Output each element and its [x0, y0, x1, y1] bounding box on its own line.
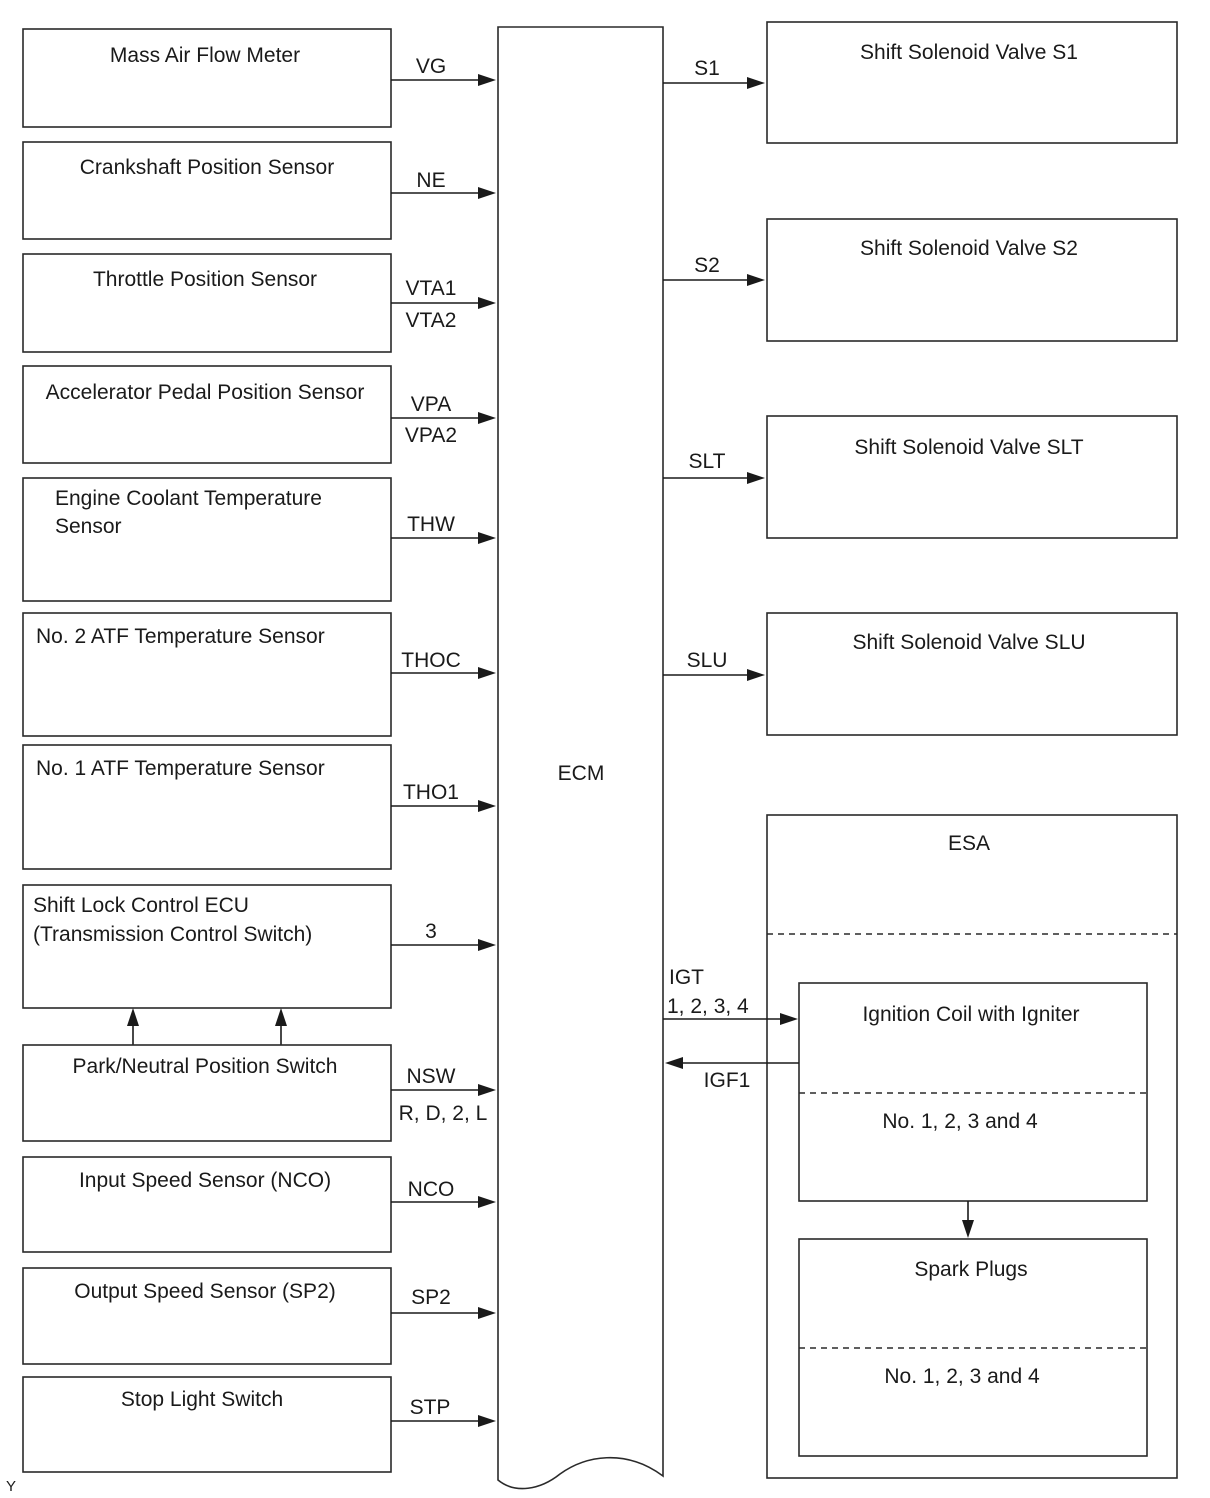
signal-label-igf1: IGF1 — [704, 1069, 751, 1092]
input-label-output-speed-sensor: Output Speed Sensor (SP2) — [74, 1280, 336, 1303]
arrow-head-nsw — [478, 1084, 496, 1096]
input-label-input-speed-sensor: Input Speed Sensor (NCO) — [79, 1169, 331, 1192]
output-box-shift-solenoid-slu — [766, 612, 1178, 736]
signal-label-vg: VG — [416, 55, 446, 78]
pnp-to-shiftlock-arrow-left — [127, 1008, 139, 1026]
signal-label-vta2: VTA2 — [406, 309, 457, 332]
input-box-no2-atf-temperature-sensor — [22, 612, 392, 737]
signal-label-nco: NCO — [408, 1178, 455, 1201]
signal-label-vpa: VPA — [411, 393, 451, 416]
arrow-head-thoc — [478, 667, 496, 679]
arrow-head-stp — [478, 1415, 496, 1427]
ignition-coil-sub: No. 1, 2, 3 and 4 — [882, 1110, 1038, 1133]
input-label-no1-atf-temperature-sensor: No. 1 ATF Temperature Sensor — [36, 757, 325, 780]
arrow-head-vpa — [478, 412, 496, 424]
ecm-block — [497, 26, 664, 1490]
output-label-shift-solenoid-slu: Shift Solenoid Valve SLU — [852, 631, 1085, 654]
input-box-no1-atf-temperature-sensor — [22, 744, 392, 870]
output-box-shift-solenoid-s2 — [766, 218, 1178, 342]
output-label-shift-solenoid-s1: Shift Solenoid Valve S1 — [860, 41, 1078, 64]
spark-plugs-label: Spark Plugs — [914, 1258, 1027, 1281]
spark-plugs-sub: No. 1, 2, 3 and 4 — [884, 1365, 1040, 1388]
coil-to-plugs-arrow — [962, 1220, 974, 1238]
arrow-head-igf1 — [665, 1057, 683, 1069]
signal-label-3: 3 — [425, 920, 437, 943]
input-box-accelerator-pedal-position-sensor — [22, 365, 392, 464]
signal-label-igt: IGT — [669, 966, 704, 989]
arrow-head-slu — [747, 669, 765, 681]
arrow-head-nco — [478, 1196, 496, 1208]
ecm-label: ECM — [558, 762, 605, 785]
arrow-head-thw — [478, 532, 496, 544]
arrow-head-s1 — [747, 77, 765, 89]
pnp-to-shiftlock-arrow-right — [275, 1008, 287, 1026]
input-label-crankshaft-position-sensor: Crankshaft Position Sensor — [80, 156, 334, 179]
input-box-shift-lock-control-ecu — [22, 884, 392, 1009]
signal-label-s1: S1 — [694, 57, 720, 80]
input-box-park-neutral-position-switch — [22, 1044, 392, 1142]
arrow-head-vg — [478, 74, 496, 86]
ignition-coil-label: Ignition Coil with Igniter — [862, 1003, 1079, 1026]
input-label-accelerator-pedal-position-sensor: Accelerator Pedal Position Sensor — [46, 381, 365, 404]
input-box-stop-light-switch — [22, 1376, 392, 1473]
signal-label-sp2: SP2 — [411, 1286, 451, 1309]
output-box-shift-solenoid-s1 — [766, 21, 1178, 144]
input-label-shift-lock-line1: Shift Lock Control ECU — [33, 894, 249, 917]
arrow-head-3 — [478, 939, 496, 951]
signal-label-tho1: THO1 — [403, 781, 459, 804]
arrow-head-vta — [478, 297, 496, 309]
input-label-engine-coolant-line1: Engine Coolant Temperature — [55, 487, 322, 510]
footer-mark: Y — [6, 1478, 16, 1495]
signal-label-vta1: VTA1 — [406, 277, 457, 300]
input-label-shift-lock-line2: (Transmission Control Switch) — [33, 923, 312, 946]
arrow-head-igt — [780, 1013, 798, 1025]
input-label-throttle-position-sensor: Throttle Position Sensor — [93, 268, 317, 291]
input-label-no2-atf-temperature-sensor: No. 2 ATF Temperature Sensor — [36, 625, 325, 648]
signal-label-nsw: NSW — [407, 1065, 456, 1088]
output-label-shift-solenoid-slt: Shift Solenoid Valve SLT — [854, 436, 1083, 459]
signal-label-igt-cylinders: 1, 2, 3, 4 — [667, 995, 749, 1018]
ignition-coil-box — [798, 982, 1148, 1202]
arrow-head-tho1 — [478, 800, 496, 812]
input-label-stop-light-switch: Stop Light Switch — [121, 1388, 283, 1411]
input-box-engine-coolant-temperature-sensor — [22, 477, 392, 602]
input-label-park-neutral-position-switch: Park/Neutral Position Switch — [73, 1055, 338, 1078]
input-label-engine-coolant-line2: Sensor — [55, 515, 122, 538]
input-box-crankshaft-position-sensor — [22, 141, 392, 240]
input-box-input-speed-sensor — [22, 1156, 392, 1253]
input-box-mass-air-flow-meter — [22, 28, 392, 128]
input-label-mass-air-flow-meter: Mass Air Flow Meter — [110, 44, 300, 67]
arrow-head-s2 — [747, 274, 765, 286]
signal-label-slu: SLU — [687, 649, 728, 672]
output-box-shift-solenoid-slt — [766, 415, 1178, 539]
signal-label-rd2l: R, D, 2, L — [399, 1102, 488, 1125]
esa-label: ESA — [948, 832, 990, 855]
signal-label-thoc: THOC — [401, 649, 461, 672]
input-box-output-speed-sensor — [22, 1267, 392, 1365]
signal-label-slt: SLT — [689, 450, 726, 473]
arrow-head-slt — [747, 472, 765, 484]
signal-label-ne: NE — [416, 169, 445, 192]
arrow-head-sp2 — [478, 1307, 496, 1319]
output-label-shift-solenoid-s2: Shift Solenoid Valve S2 — [860, 237, 1078, 260]
signal-label-s2: S2 — [694, 254, 720, 277]
arrow-head-ne — [478, 187, 496, 199]
signal-label-vpa2: VPA2 — [405, 424, 457, 447]
signal-label-thw: THW — [407, 513, 455, 536]
input-box-throttle-position-sensor — [22, 253, 392, 353]
signal-label-stp: STP — [410, 1396, 451, 1419]
